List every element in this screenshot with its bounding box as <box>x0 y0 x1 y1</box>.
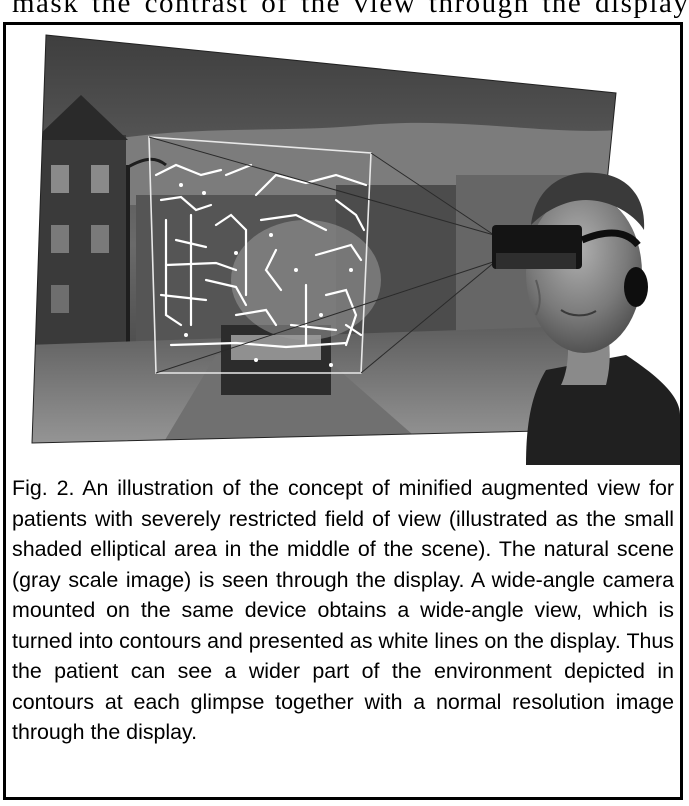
figure-illustration <box>6 25 680 465</box>
figure-frame: Fig. 2. An illustration of the concept o… <box>3 22 683 800</box>
figure-caption: Fig. 2. An illustration of the concept o… <box>12 473 674 748</box>
previous-text-fragment: mask the contrast of the view through th… <box>12 0 689 18</box>
